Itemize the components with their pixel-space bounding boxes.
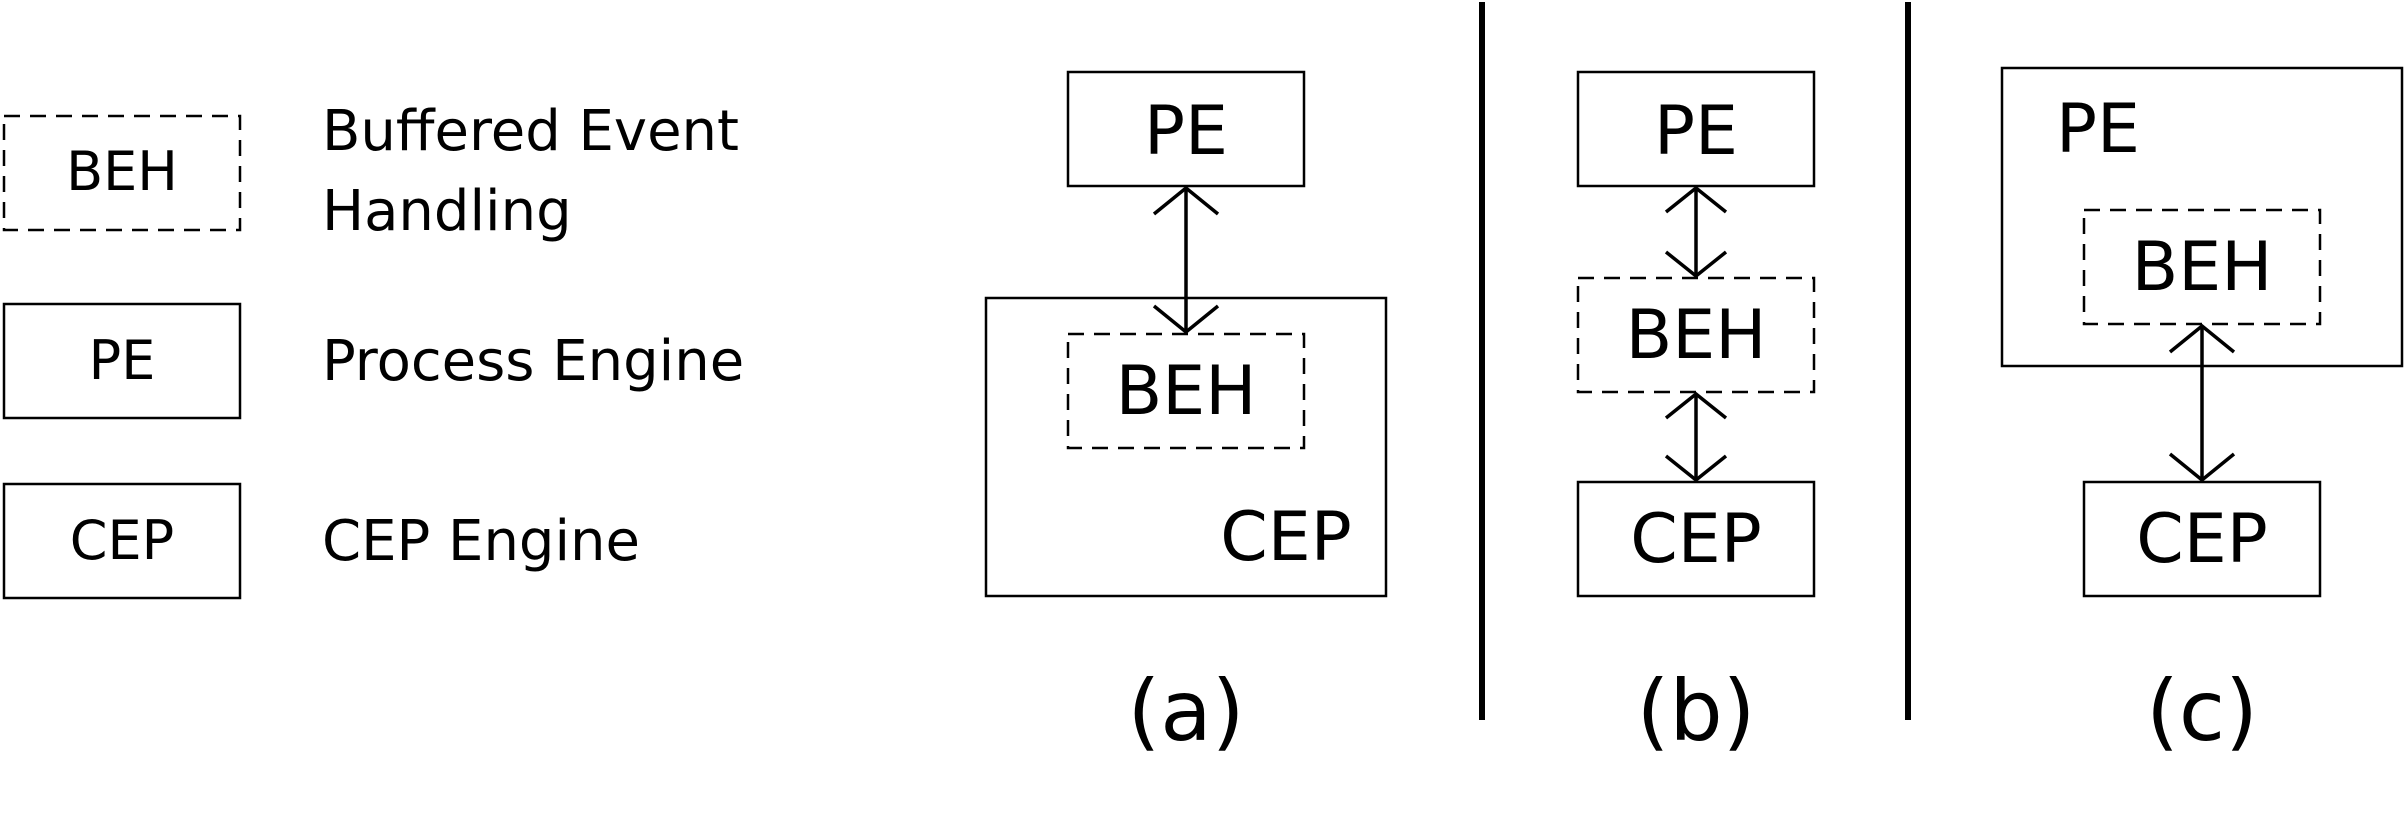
panel-b-cep-box xyxy=(1576,480,1816,598)
legend-cep-abbr: CEP xyxy=(70,509,174,572)
panel-c-cep-box xyxy=(2082,480,2322,598)
legend-beh-desc-line-2: Handling xyxy=(322,179,572,244)
legend-beh-box xyxy=(2,114,242,232)
panel-b: PE BEH CEP (b) xyxy=(1576,70,1816,760)
panel-b-caption: (b) xyxy=(1637,662,1756,760)
legend: BEH Buffered Event Handling PE Process E… xyxy=(2,99,744,600)
panel-c-caption: (c) xyxy=(2146,662,2258,760)
panel-b-cep-label: CEP xyxy=(1630,500,1761,579)
panel-b-lower-bidirectional-arrow xyxy=(1664,391,1728,483)
panel-a-caption: (a) xyxy=(1127,662,1244,760)
panel-b-beh-label: BEH xyxy=(1626,296,1767,375)
panel-c-pe-label: PE xyxy=(2056,90,2140,169)
panel-c-beh-box xyxy=(2082,208,2322,326)
panel-a-bidirectional-arrow xyxy=(1152,185,1220,335)
legend-beh-abbr: BEH xyxy=(66,140,178,203)
legend-item-cep: CEP CEP Engine xyxy=(2,482,640,600)
panel-a-cep-label: CEP xyxy=(1220,498,1351,577)
legend-pe-abbr: PE xyxy=(89,329,156,392)
panel-c-cep-label: CEP xyxy=(2136,500,2267,579)
panel-a: PE BEH CEP (a) xyxy=(984,70,1388,760)
legend-pe-box xyxy=(2,302,242,420)
panel-b-pe-label: PE xyxy=(1654,92,1738,171)
panel-a-pe-box xyxy=(1066,70,1306,188)
legend-cep-desc: CEP Engine xyxy=(322,509,640,574)
panel-a-pe-label: PE xyxy=(1144,92,1228,171)
panel-c-beh-label: BEH xyxy=(2132,228,2273,307)
panel-b-upper-bidirectional-arrow xyxy=(1664,185,1728,279)
panel-a-beh-label: BEH xyxy=(1116,352,1257,431)
legend-pe-desc: Process Engine xyxy=(322,329,744,394)
legend-beh-desc-line-1: Buffered Event xyxy=(322,99,739,164)
legend-item-beh: BEH Buffered Event Handling xyxy=(2,99,739,244)
panel-c-bidirectional-arrow xyxy=(2168,323,2236,483)
panel-c: PE BEH CEP (c) xyxy=(2000,66,2404,760)
legend-cep-box xyxy=(2,482,242,600)
legend-item-pe: PE Process Engine xyxy=(2,302,744,420)
